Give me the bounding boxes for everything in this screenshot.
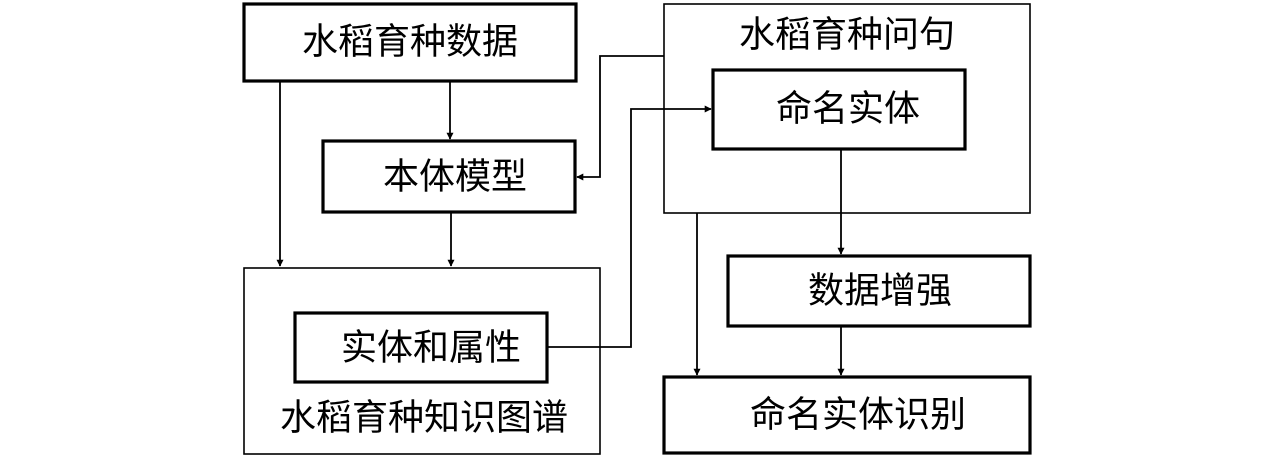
node-entities-attributes: 实体和属性 bbox=[293, 311, 549, 384]
node-breeding-data-label: 水稻育种数据 bbox=[302, 22, 518, 63]
node-knowledge-graph-label: 水稻育种知识图谱 bbox=[280, 398, 568, 439]
node-named-entity-label: 命名实体 bbox=[776, 89, 920, 130]
node-knowledge-graph: 水稻育种知识图谱 bbox=[243, 267, 601, 455]
node-ner: 命名实体识别 bbox=[662, 375, 1032, 455]
node-data-augmentation: 数据增强 bbox=[726, 254, 1032, 328]
node-named-entity: 命名实体 bbox=[711, 68, 967, 151]
node-data-augmentation-label: 数据增强 bbox=[808, 271, 952, 312]
node-breeding-data: 水稻育种数据 bbox=[242, 2, 578, 83]
edge-questions-to-ontology bbox=[576, 55, 664, 181]
node-entities-attributes-label: 实体和属性 bbox=[341, 328, 521, 369]
edge-entities-to-named-entity bbox=[548, 105, 712, 348]
node-ner-label: 命名实体识别 bbox=[750, 395, 966, 436]
node-ontology-model: 本体模型 bbox=[321, 139, 577, 214]
node-breeding-questions-label: 水稻育种问句 bbox=[739, 15, 955, 56]
node-ontology-model-label: 本体模型 bbox=[383, 157, 527, 198]
